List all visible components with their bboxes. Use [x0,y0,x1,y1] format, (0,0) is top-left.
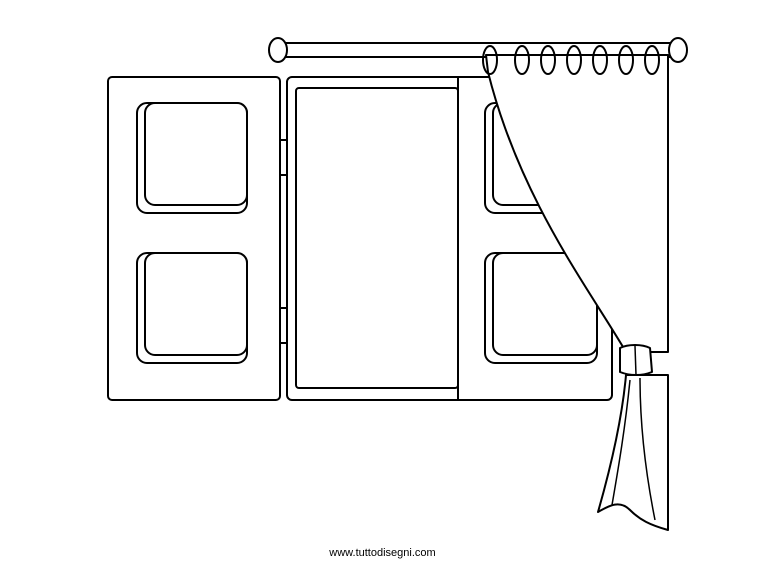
hinges [279,139,288,344]
left-shutter [107,76,281,401]
website-credit: www.tuttodisegni.com [329,547,436,559]
curtain-rings [482,45,660,75]
curtain [485,54,669,531]
